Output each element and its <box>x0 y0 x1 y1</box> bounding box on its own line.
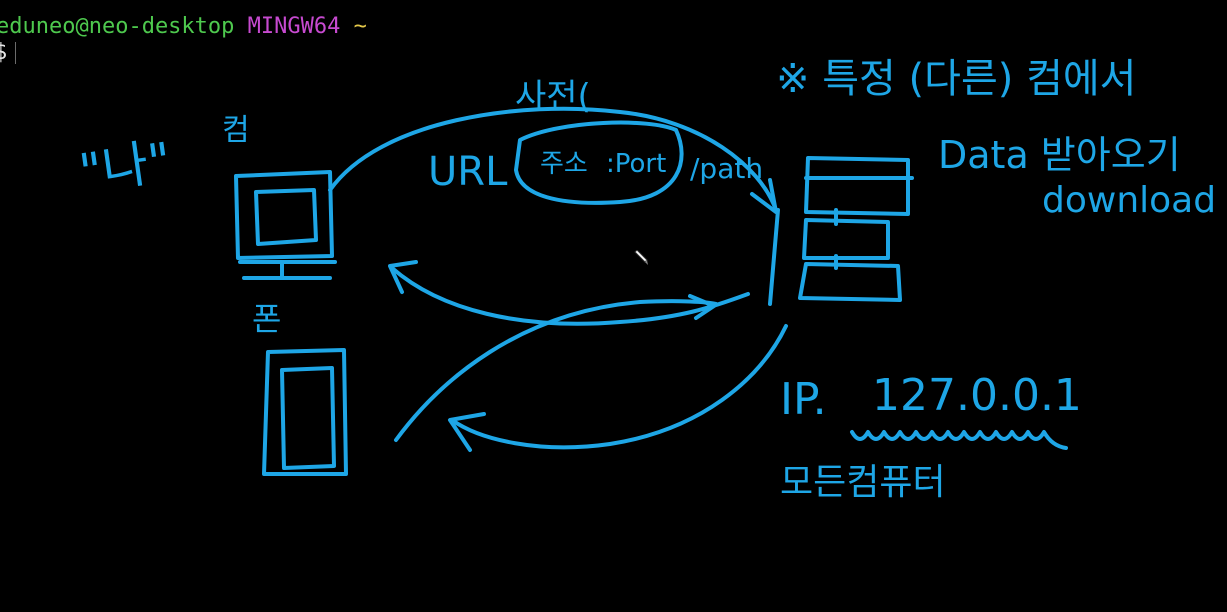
text-cursor <box>15 42 17 64</box>
response-arrowhead-right <box>688 294 716 320</box>
note-download: download <box>1042 180 1216 221</box>
ip-underline <box>850 430 1068 450</box>
request-arc <box>328 106 778 212</box>
note-title: ※ 특정 (다른) 컴에서 <box>776 56 1136 102</box>
ip-value: 127.0.0.1 <box>872 370 1082 421</box>
prompt-symbol: $ <box>0 40 8 65</box>
computer-label: 컴 <box>222 113 250 148</box>
phone-arc-return <box>450 324 788 450</box>
phone-drawing <box>262 348 348 476</box>
response-arrowhead-left <box>388 260 418 294</box>
phone-label: 폰 <box>252 300 281 338</box>
computer-drawing <box>234 170 337 280</box>
port-label: :Port <box>606 149 666 179</box>
address-label: 주소 <box>540 149 588 179</box>
path-label: /path <box>690 152 763 185</box>
phone-arc-out <box>394 299 718 442</box>
address-oval <box>514 120 684 205</box>
me-label: "나" <box>76 132 175 202</box>
all-computers-label: 모든컴퓨터 <box>780 462 946 503</box>
prompt-line: eduneo@neo-desktop MINGW64 ~ <box>0 14 367 40</box>
current-directory: ~ <box>353 14 367 39</box>
server-drawing <box>768 156 914 306</box>
shell-env: MINGW64 <box>247 14 341 39</box>
response-arc <box>390 266 750 326</box>
user-host: eduneo@neo-desktop <box>0 14 235 39</box>
ip-label: IP. <box>780 374 827 425</box>
input-line[interactable]: $ <box>0 40 17 66</box>
pen-cursor-icon <box>634 250 648 265</box>
phone-arrowhead <box>448 412 486 452</box>
url-label: URL <box>428 149 508 195</box>
note-data: Data 받아오기 <box>938 133 1181 177</box>
